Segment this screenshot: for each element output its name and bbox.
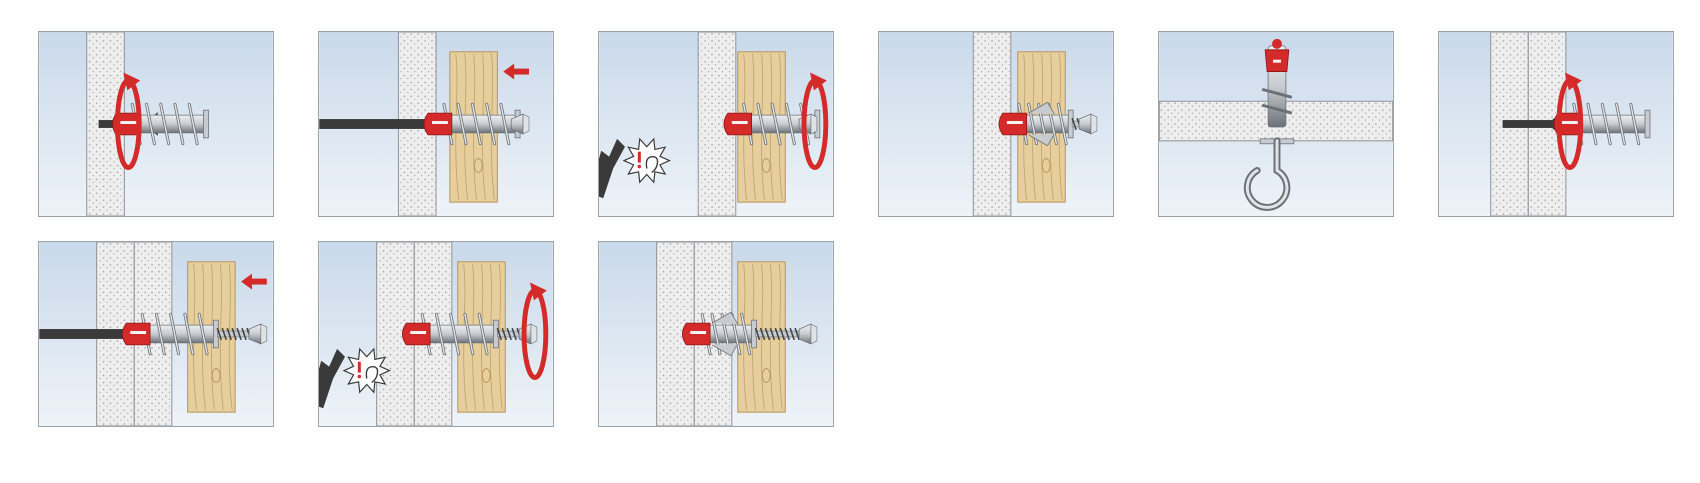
step-illustration — [319, 242, 553, 426]
step-illustration — [1159, 32, 1393, 216]
step-panel-3 — [598, 31, 834, 217]
step-panel-1 — [38, 31, 274, 217]
step-illustration — [39, 32, 273, 216]
step-illustration — [319, 32, 553, 216]
step-illustration — [599, 32, 833, 216]
step-panel-6 — [1438, 31, 1674, 217]
step-illustration — [1439, 32, 1673, 216]
step-illustration — [39, 242, 273, 426]
step-panel-2 — [318, 31, 554, 217]
step-panel-7 — [38, 241, 274, 427]
step-panel-9 — [598, 241, 834, 427]
step-illustration — [599, 242, 833, 426]
driver-shaft — [319, 119, 428, 129]
step-panel-8 — [318, 241, 554, 427]
step-panel-5 — [1158, 31, 1394, 217]
step-illustration — [879, 32, 1113, 216]
step-panel-4 — [878, 31, 1114, 217]
driver-shaft — [39, 329, 126, 339]
